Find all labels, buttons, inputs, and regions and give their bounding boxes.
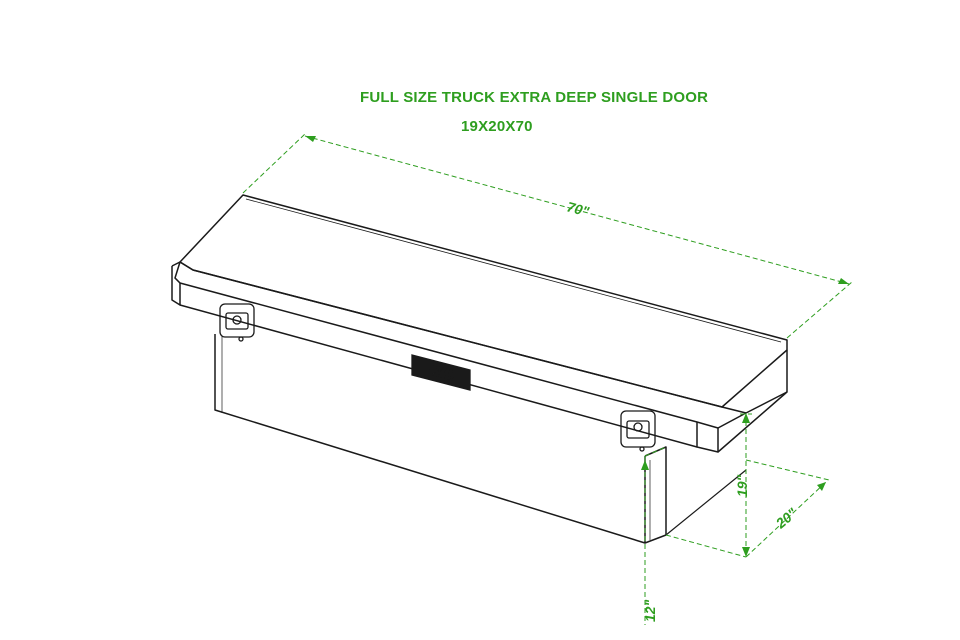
lid-top	[179, 194, 788, 408]
dim-length-label: 70"	[565, 198, 591, 219]
latch-left[interactable]	[219, 303, 255, 342]
lid-top-inner	[245, 198, 782, 343]
dim-height-ext-bottom	[665, 534, 747, 558]
dim-depth-label: 20"	[772, 505, 800, 532]
latch-left-handle	[225, 312, 249, 330]
dim-depth-ext	[745, 459, 830, 481]
dim-height-label: 19"	[734, 474, 750, 497]
badge-logo-icon	[417, 360, 428, 373]
arrow-length-right	[838, 278, 849, 284]
dim-length-ext-right	[786, 281, 853, 339]
latch-right-handle	[626, 420, 650, 439]
body-step	[644, 446, 667, 544]
arrow-depth-top	[817, 482, 826, 491]
latch-right-rivet	[639, 446, 645, 452]
lid-front-edge	[179, 261, 747, 414]
latch-left-lock-icon	[232, 315, 242, 325]
latch-right-plate	[620, 410, 656, 448]
latch-left-plate	[219, 303, 255, 338]
arrow-height-top	[742, 413, 750, 423]
dimension-arrows	[305, 136, 849, 557]
dim-length-ext-left	[242, 133, 306, 194]
drawing-title: FULL SIZE TRUCK EXTRA DEEP SINGLE DOOR	[360, 89, 709, 106]
latch-right-lock-icon	[633, 422, 643, 432]
lid-right-skirt	[717, 391, 788, 453]
dim-depth-line	[745, 481, 827, 558]
dim-lower-label: 12"	[642, 599, 658, 622]
toolbox-outline	[171, 194, 788, 544]
brand-badge: BUYERS TRUCK BOX	[411, 354, 471, 391]
drawing-subtitle: 19X20X70	[461, 118, 533, 135]
dim-length-line	[304, 135, 850, 285]
dim-lower-ext	[644, 446, 667, 457]
lid-right-corner	[696, 422, 719, 453]
dimension-annotations	[242, 133, 853, 625]
lid-left-side	[171, 266, 181, 306]
arrow-lower-top	[641, 460, 649, 470]
latch-left-rivet	[238, 336, 244, 342]
body-right-lower	[665, 469, 747, 536]
badge-tag-text: TRUCK BOX	[432, 372, 454, 381]
lid-front-lower-edge	[174, 277, 181, 284]
latch-right[interactable]	[620, 410, 656, 452]
arrow-height-bottom	[742, 547, 750, 557]
arrow-length-left	[305, 136, 316, 142]
